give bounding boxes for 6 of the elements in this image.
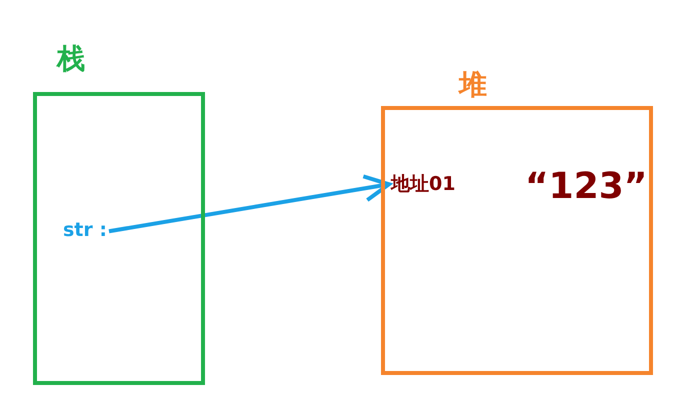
arrow	[108, 174, 391, 234]
heading: 堆	[459, 67, 487, 103]
address-label: 地址01	[391, 170, 456, 198]
heading: 栈	[57, 41, 85, 77]
variable-label: str :	[63, 216, 107, 244]
value-text: “123”	[525, 165, 648, 209]
